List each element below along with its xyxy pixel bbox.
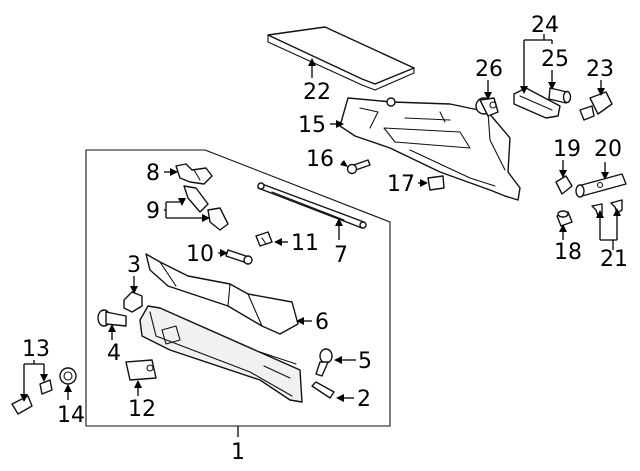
callout-16: 16 bbox=[306, 147, 334, 172]
callout-4: 4 bbox=[107, 341, 121, 366]
part-11-clip[interactable] bbox=[255, 231, 273, 247]
part-3-knob[interactable] bbox=[123, 291, 143, 313]
callout-20: 20 bbox=[594, 137, 622, 162]
part-13-fasteners[interactable] bbox=[11, 379, 53, 415]
part-5-bolt[interactable] bbox=[315, 348, 333, 377]
callout-1: 1 bbox=[231, 440, 245, 465]
part-26-push-pin[interactable] bbox=[475, 97, 499, 117]
part-7-strut[interactable] bbox=[257, 182, 367, 229]
callout-9: 9 bbox=[146, 199, 160, 224]
part-14-grommet[interactable] bbox=[59, 367, 77, 385]
callout-8: 8 bbox=[146, 161, 160, 186]
part-16-bolt[interactable] bbox=[346, 159, 371, 175]
callout-25: 25 bbox=[541, 47, 569, 72]
callout-11: 11 bbox=[291, 231, 319, 256]
callout-5: 5 bbox=[358, 349, 372, 374]
part-25-cylinder[interactable] bbox=[548, 87, 572, 104]
part-19-latch[interactable] bbox=[555, 175, 573, 195]
callout-6: 6 bbox=[315, 310, 329, 335]
part-18-bushing[interactable] bbox=[556, 210, 573, 227]
callout-labels: 1 2 3 4 5 6 7 8 9 10 11 12 13 14 15 16 1… bbox=[22, 13, 628, 465]
callout-13: 13 bbox=[22, 337, 50, 362]
callout-26: 26 bbox=[475, 57, 503, 82]
assembly-frame bbox=[85, 149, 391, 437]
part-10-bolt[interactable] bbox=[225, 249, 253, 265]
callout-19: 19 bbox=[553, 137, 581, 162]
part-4-pin[interactable] bbox=[97, 309, 127, 327]
part-8-hinge[interactable] bbox=[175, 163, 213, 185]
callout-22: 22 bbox=[303, 80, 331, 105]
part-17-clip[interactable] bbox=[427, 175, 445, 191]
callout-24: 24 bbox=[531, 13, 559, 38]
part-23-connector[interactable] bbox=[579, 91, 613, 121]
callout-7: 7 bbox=[334, 243, 348, 268]
callout-2: 2 bbox=[357, 387, 371, 412]
callout-18: 18 bbox=[554, 240, 582, 265]
part-1-door[interactable] bbox=[139, 305, 303, 403]
callout-14: 14 bbox=[57, 403, 85, 428]
part-15-upper-bin[interactable] bbox=[339, 97, 521, 201]
part-9-brackets[interactable] bbox=[183, 185, 229, 231]
part-2-rod[interactable] bbox=[311, 381, 335, 399]
callout-15: 15 bbox=[298, 113, 326, 138]
part-20-rod[interactable] bbox=[575, 173, 627, 198]
callout-3: 3 bbox=[127, 253, 141, 278]
callout-12: 12 bbox=[128, 397, 156, 422]
callout-21: 21 bbox=[600, 247, 628, 272]
part-6-liner[interactable] bbox=[145, 253, 299, 335]
callout-10: 10 bbox=[186, 242, 214, 267]
part-12-latch-plate[interactable] bbox=[125, 359, 157, 381]
callout-17: 17 bbox=[387, 172, 415, 197]
leader-lines bbox=[20, 34, 621, 402]
part-22-lid-panel[interactable] bbox=[267, 26, 415, 91]
callout-23: 23 bbox=[586, 57, 614, 82]
